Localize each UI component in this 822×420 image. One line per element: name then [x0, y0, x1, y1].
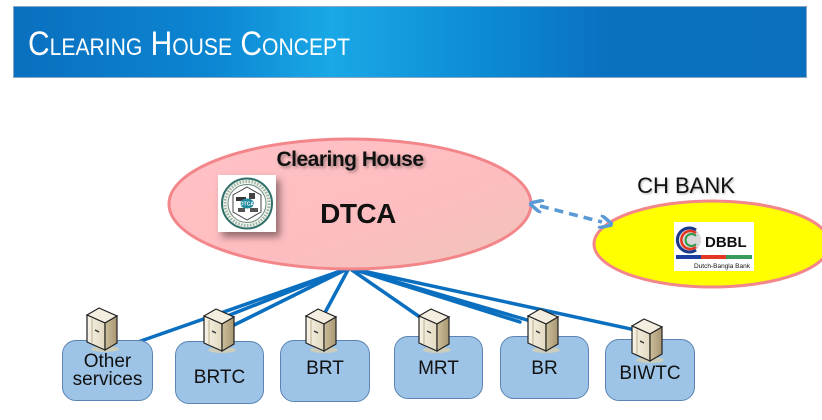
- connector-line: [347, 266, 522, 324]
- service-label: Other: [83, 350, 132, 372]
- server-icon: [418, 308, 452, 354]
- service-label: MRT: [418, 357, 459, 379]
- dbbl-logo-text: DBBL: [705, 234, 747, 251]
- dbbl-logo-subtext: Dutch-Bangla Bank: [694, 263, 751, 270]
- server-icon: [86, 307, 120, 353]
- service-label: BIWTC: [619, 363, 681, 384]
- service-label: BRT: [306, 358, 344, 379]
- service-label: BR: [531, 357, 558, 379]
- bidirectional-link-arrow: [540, 206, 602, 222]
- dtca-emblem-icon: DTCA: [218, 175, 276, 232]
- server-icon: [527, 308, 561, 354]
- slide-title-bar: Clearing House Concept: [13, 6, 807, 78]
- connector-line: [319, 266, 351, 322]
- clearing-house-heading: Clearing House: [276, 148, 424, 171]
- connector-lines: [136, 266, 642, 344]
- connector-line: [347, 266, 642, 333]
- server-icon: [305, 308, 339, 354]
- server-icon: [203, 308, 237, 354]
- svg-text:DTCA: DTCA: [240, 202, 254, 208]
- server-icon: [631, 318, 665, 364]
- service-label-line2: services: [72, 368, 143, 390]
- clearing-house-name: DTCA: [320, 198, 396, 229]
- connector-line: [347, 266, 429, 324]
- dbbl-logo-icon: DBBL Dutch-Bangla Bank: [674, 222, 754, 271]
- connector-line: [222, 266, 351, 332]
- slide-title: Clearing House Concept: [28, 25, 351, 63]
- ch-bank-heading: CH BANK: [637, 173, 735, 198]
- service-label: BRTC: [193, 366, 246, 388]
- connector-line: [210, 266, 351, 324]
